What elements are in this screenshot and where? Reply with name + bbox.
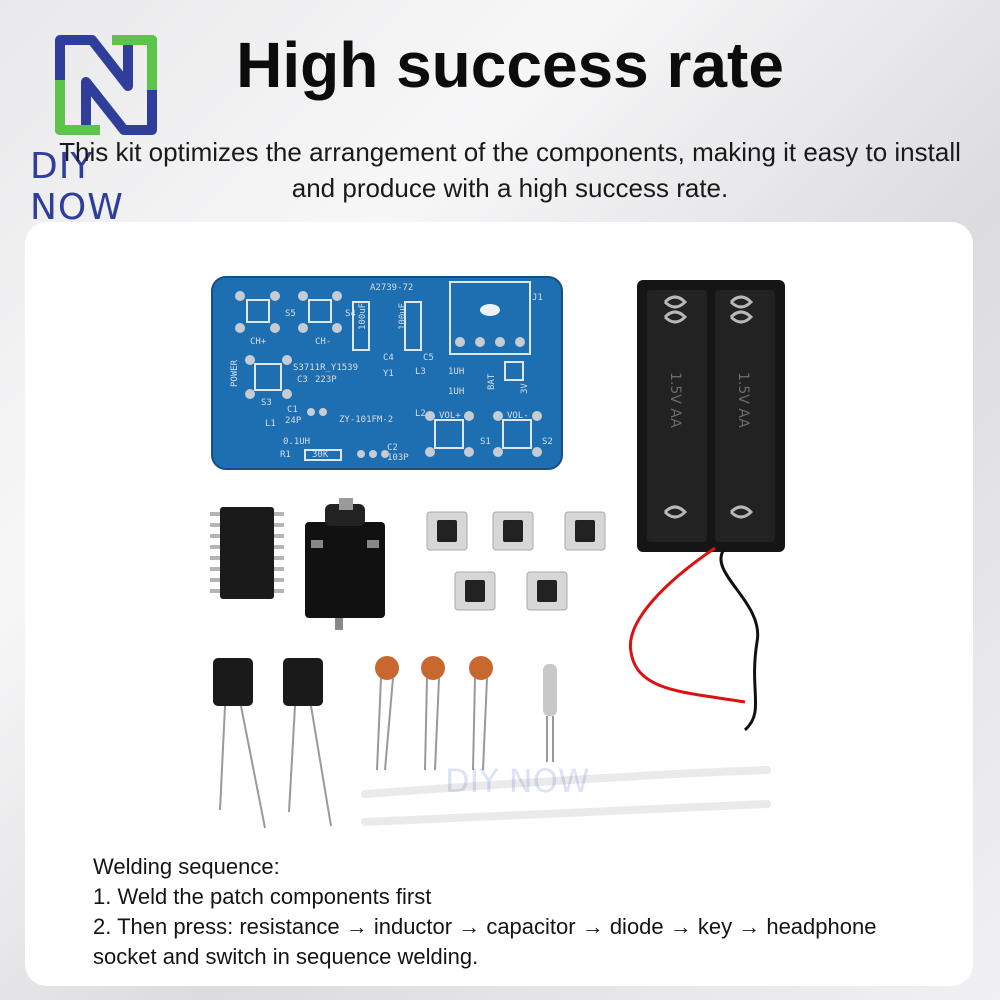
pcb-label-y1: Y1 (383, 369, 394, 379)
diy-now-logo-icon (55, 35, 157, 135)
pcb-label-bat: BAT (487, 373, 497, 390)
battery-cell-label-b: 1.5V AA (735, 372, 751, 428)
page-subtitle: This kit optimizes the arrangement of th… (40, 134, 980, 206)
pcb-label-cap100-b: 100uF (398, 303, 408, 330)
pcb-label-l2-val: 1UH (448, 387, 464, 397)
pcb-label-c2: C2 (387, 443, 398, 453)
pcb-label-s2: S2 (542, 437, 553, 447)
brand-logo: DIY NOW (30, 30, 190, 228)
pcb-label-c3: C3 (297, 375, 308, 385)
pcb-label-power: POWER (230, 359, 240, 387)
ceramic-capacitors (375, 656, 493, 771)
kit-components-photo: A2739-72 J1 S5 S4 CH+ CH- C4 C5 100uF 10… (210, 276, 785, 829)
pcb-label-ic-code: S3711R_Y1539 (293, 363, 358, 373)
battery-holder: 1.5V AA 1.5V AA (628, 280, 785, 732)
pcb-label-c4: C4 (383, 353, 394, 363)
welding-sequence: Welding sequence: 1. Weld the patch comp… (93, 852, 953, 972)
page-title: High success rate (236, 29, 784, 101)
product-card: A2739-72 J1 S5 S4 CH+ CH- C4 C5 100uF 10… (25, 222, 973, 986)
pcb-label-r1: R1 (280, 450, 291, 460)
pcb-label-s1: S1 (480, 437, 491, 447)
pcb-label-ch-plus: CH+ (250, 337, 267, 347)
pcb-label-l3: L3 (415, 367, 426, 377)
pcb-label-s3: S3 (261, 398, 272, 408)
pcb-label-vol-plus: VOL+ (439, 411, 461, 421)
pcb-label-r1-val: 30K (312, 450, 329, 460)
pcb-label-c1: C1 (287, 405, 298, 415)
pcb-label-l1: L1 (265, 419, 276, 429)
pcb-label-s5: S5 (285, 309, 296, 319)
welding-heading: Welding sequence: (93, 854, 280, 879)
brand-name: DIY NOW (30, 146, 124, 228)
tactile-buttons (426, 511, 606, 611)
pcb-label-s4: S4 (345, 309, 356, 319)
cable-ties (361, 766, 771, 826)
pcb-label-3v: 3V (520, 383, 530, 394)
watermark-text: DIY NOW (445, 762, 590, 800)
ic-chip (210, 507, 284, 599)
pcb-board: A2739-72 J1 S5 S4 CH+ CH- C4 C5 100uF 10… (211, 276, 563, 470)
pcb-label-c5: C5 (423, 353, 434, 363)
pcb-label-c2-val: 103P (387, 453, 409, 463)
welding-step-2-line-2: socket and switch in sequence welding. (93, 944, 479, 969)
pcb-label-model-top: A2739-72 (370, 283, 413, 293)
pcb-label-c1-val: 24P (285, 416, 302, 426)
welding-step-1: 1. Weld the patch components first (93, 884, 432, 909)
battery-cell-label-a: 1.5V AA (667, 372, 683, 428)
pcb-label-vol-minus: VOL- (507, 411, 529, 421)
pcb-label-ch-minus: CH- (315, 337, 331, 347)
pcb-label-l3-val: 1UH (448, 367, 464, 377)
subtitle-line-2: and produce with a high success rate. (291, 173, 729, 203)
pcb-label-model-mid: ZY-101FM-2 (339, 415, 393, 425)
electrolytic-capacitors (213, 658, 332, 829)
pcb-label-l2: L2 (415, 409, 426, 419)
headphone-socket (305, 498, 385, 630)
crystal-oscillator (543, 664, 557, 762)
pcb-label-cap100-a: 100uF (358, 303, 368, 330)
pcb-label-c3-val: 223P (315, 375, 337, 385)
pcb-label-j1: J1 (532, 293, 543, 303)
subtitle-line-1: This kit optimizes the arrangement of th… (59, 137, 961, 167)
pcb-label-l1-val: 0.1UH (283, 437, 310, 447)
welding-step-2-line-1: 2. Then press: resistance → inductor → c… (93, 914, 877, 939)
